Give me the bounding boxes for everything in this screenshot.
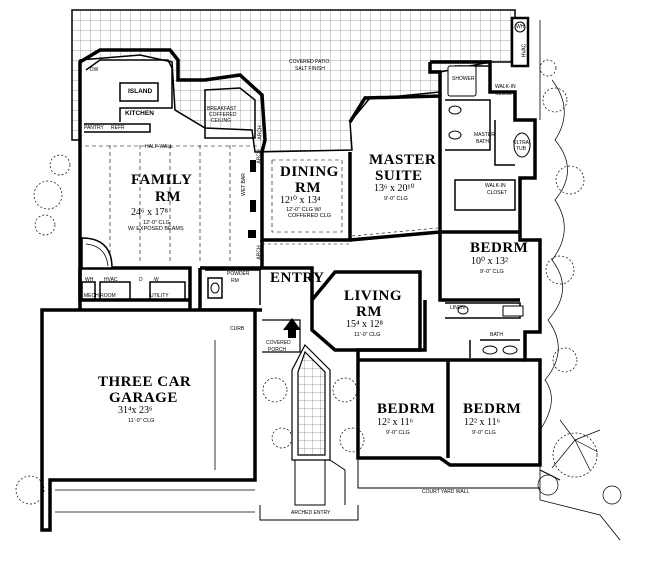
living-room-name-2: RM <box>356 304 382 320</box>
bedroom-east-dims: 10⁰ x 13² <box>471 256 509 267</box>
entry-name: ENTRY <box>270 270 325 286</box>
master-suite-name: MASTER <box>369 152 437 168</box>
powder-rm-label: RM <box>231 278 239 284</box>
coffered-ceiling-outline <box>271 159 343 233</box>
living-room-dims: 15⁴ x 12⁸ <box>346 319 383 330</box>
plot-edge-right <box>539 20 621 541</box>
dining-room-note-1: 12'-0" CLG W/ <box>286 207 322 213</box>
master-suite-dims: 13⁶ x 20¹⁰ <box>374 183 415 194</box>
tub-label: TUB <box>516 146 526 152</box>
bedroom-sw-dims: 12² x 11⁶ <box>377 417 414 428</box>
living-room-name: LIVING <box>344 288 403 304</box>
master-bath-label: MASTER <box>474 132 495 138</box>
garage-note: 11'-0" CLG <box>128 418 155 424</box>
linen-label: LINEN <box>450 305 465 311</box>
fireplace <box>81 237 113 269</box>
family-room-name-2: RM <box>155 189 181 205</box>
arch-label-3: ARCH <box>257 125 264 140</box>
bath-fixtures <box>210 65 531 355</box>
bath-word-label: BATH <box>476 139 489 145</box>
bedroom-east-name: BEDRM <box>470 240 529 256</box>
closet-label: CLOSET <box>495 91 516 97</box>
entry-arrow <box>283 318 301 338</box>
island-label: ISLAND <box>128 88 153 95</box>
garage-dims: 31⁴x 23⁶ <box>118 405 153 416</box>
dining-room-dims: 12¹⁰ x 13⁴ <box>280 195 321 206</box>
ceiling-label: CEILING <box>211 118 232 124</box>
dw-label: DW <box>90 67 99 73</box>
garage-name: THREE CAR <box>98 374 192 390</box>
wet-bar <box>248 160 256 238</box>
hvac-label: HVAC <box>104 277 118 283</box>
salt-finish-label: SALT FINISH <box>295 66 325 72</box>
shower-label: SHOWER <box>452 76 475 82</box>
garage <box>40 308 257 532</box>
family-room-note-1: 12'-0" CLG <box>143 220 170 226</box>
dryer-label: D <box>139 277 143 283</box>
family-room-note-2: W/ EXPOSED BEAMS <box>128 226 184 232</box>
fireplace-hearth <box>85 243 109 267</box>
bedroom-east-note: 9'-0" CLG <box>480 269 504 275</box>
bath-label: BATH <box>490 332 503 338</box>
dining-room-name-2: RM <box>295 180 321 196</box>
pantry-label: PANTRY <box>84 125 104 131</box>
court-yard-wall-label: COURT YARD WALL <box>422 489 470 495</box>
covered-porch-label-1: COVERED <box>266 340 291 346</box>
covered-porch-label-2: PORCH <box>268 347 287 353</box>
wh-top-label: WH <box>516 24 525 30</box>
landscaping <box>15 59 622 505</box>
house-walls <box>78 48 542 467</box>
covered-porch <box>262 319 331 461</box>
hvac-closet-top <box>510 16 530 68</box>
garage-name-2: GARAGE <box>109 390 178 406</box>
interior-walls <box>81 59 521 358</box>
family-room-name: FAMILY <box>131 172 193 188</box>
wet-bar-label: WET BAR <box>240 173 247 196</box>
ultra-tub-label: ULTRA <box>513 140 530 146</box>
breakfast-label: BREAKFAST <box>207 106 237 112</box>
bedroom-sw-name: BEDRM <box>377 401 436 417</box>
dining-room-name: DINING <box>280 164 339 180</box>
master-suite-note: 9'-0" CLG <box>384 196 408 202</box>
covered-patio-label: COVERED PATIO <box>289 59 330 65</box>
powder-label: POWDER <box>227 271 250 277</box>
bedroom-se-dims: 12² x 11⁶ <box>464 417 501 428</box>
living-room-note: 11'-0" CLG <box>354 332 381 338</box>
hvac-top-label: HVAC <box>521 43 528 58</box>
arch-label-2: ARCH <box>256 245 263 260</box>
walk-in-closet-2-label: WALK-IN <box>485 183 506 189</box>
dining-room-note-2: COFFERED CLG <box>288 213 332 219</box>
kitchen-label: KITCHEN <box>125 110 154 117</box>
arched-entry-label: ARCHED ENTRY <box>291 510 331 516</box>
curb-label: CURB <box>230 326 245 332</box>
family-room-dims: 24⁶ x 17⁸ <box>131 207 168 218</box>
washer-label: W <box>154 277 159 283</box>
exposed-beams <box>85 145 258 262</box>
wh-label: WH <box>85 277 94 283</box>
bedroom-se-note: 9'-0" CLG <box>472 430 496 436</box>
bedroom-se-name: BEDRM <box>463 401 522 417</box>
closet-2-label: CLOSET <box>487 190 508 196</box>
utility-label: UTILITY <box>150 293 169 299</box>
refr-label: REFR <box>111 125 125 131</box>
coffered-label: COFFERED <box>209 112 237 118</box>
master-dash-line <box>351 227 439 237</box>
master-suite-name-2: SUITE <box>375 168 423 184</box>
arch-label-1: ARCH <box>256 149 263 164</box>
bedroom-sw-note: 9'-0" CLG <box>386 430 410 436</box>
walk-in-closet-label: WALK-IN <box>495 84 516 90</box>
half-wall-label: HALF-WALL <box>145 144 173 150</box>
mech-room-label: MECH ROOM <box>84 293 116 299</box>
